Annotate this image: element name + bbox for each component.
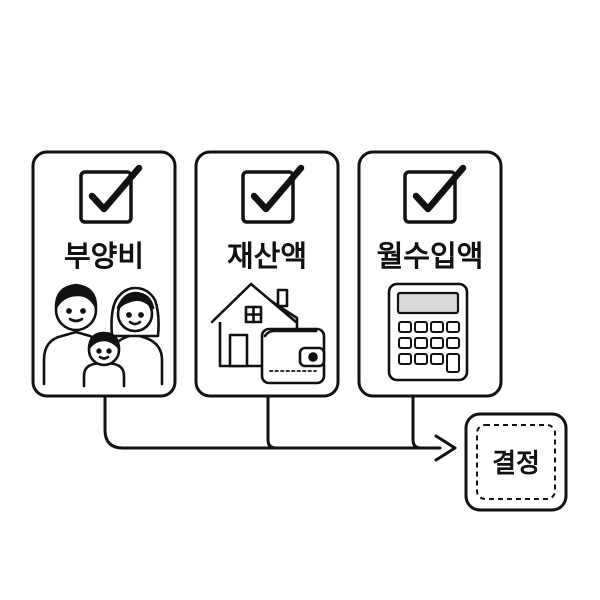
card-label-dependents: 부양비	[64, 239, 144, 273]
family-icon	[42, 283, 164, 388]
connector-line-1	[103, 394, 442, 450]
checkbox-checked-icon	[403, 164, 467, 224]
checkbox-checked-icon	[79, 164, 143, 224]
decision-label: 결정	[492, 449, 540, 479]
decision-frame	[464, 412, 568, 512]
wallet-icon	[260, 327, 326, 385]
connector-line-3	[411, 394, 423, 450]
calculator-icon	[387, 282, 469, 382]
card-assets: 재산액	[194, 150, 340, 398]
card-label-assets: 재산액	[227, 239, 307, 273]
decision-dashed-frame	[476, 424, 556, 500]
decision-box: 결정	[464, 412, 568, 512]
card-dependents: 부양비	[31, 150, 177, 398]
connector-line-2	[266, 394, 278, 450]
card-label-monthly-income: 월수입액	[377, 239, 484, 273]
card-monthly-income: 월수입액	[357, 150, 503, 398]
connector-lines	[103, 394, 442, 450]
checkbox-checked-icon	[241, 164, 305, 224]
arrowhead-icon	[434, 434, 457, 462]
